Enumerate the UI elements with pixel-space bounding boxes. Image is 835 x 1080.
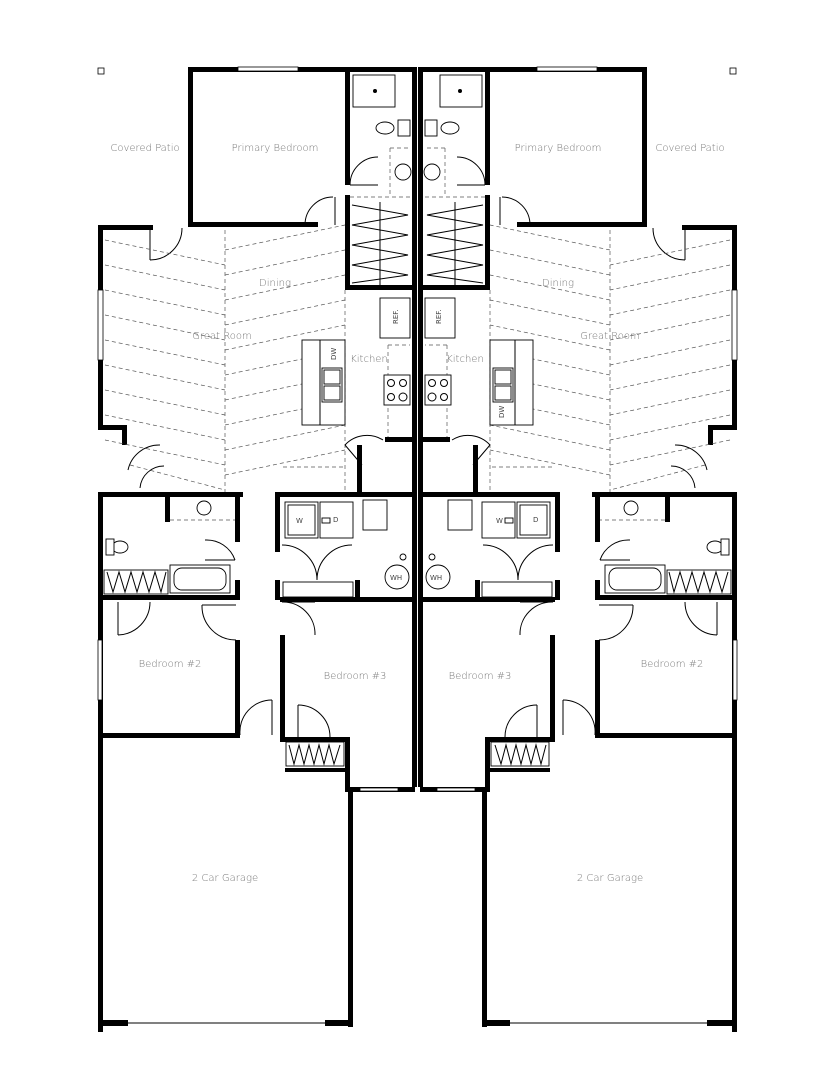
fixture-label-wh-right: WH xyxy=(430,574,442,582)
corner-marker xyxy=(729,67,737,75)
room-label-primary-bedroom-left: Primary Bedroom xyxy=(232,143,319,154)
room-label-kitchen-right: Kitchen xyxy=(446,354,484,365)
fixture-label-dw-right: DW xyxy=(498,406,506,418)
room-label-garage-left: 2 Car Garage xyxy=(192,873,258,884)
room-label-great-room-left: Great Room xyxy=(192,331,252,342)
unit-left xyxy=(97,66,418,1033)
room-label-bedroom-2-right: Bedroom #2 xyxy=(641,659,704,670)
fixture-label-washer-right: W xyxy=(496,517,503,525)
corner-marker xyxy=(97,67,105,75)
room-label-bedroom-2-left: Bedroom #2 xyxy=(139,659,202,670)
room-label-garage-right: 2 Car Garage xyxy=(577,873,643,884)
room-label-covered-patio-left: Covered Patio xyxy=(110,143,179,154)
room-label-bedroom-3-left: Bedroom #3 xyxy=(324,671,387,682)
fixture-label-dw-left: DW xyxy=(330,348,338,360)
room-label-kitchen-left: Kitchen xyxy=(350,354,388,365)
fixture-label-dryer-left: D xyxy=(333,516,338,524)
room-label-covered-patio-right: Covered Patio xyxy=(655,143,724,154)
fixture-label-ref-left: REF. xyxy=(392,310,400,324)
room-label-bedroom-3-right: Bedroom #3 xyxy=(449,671,512,682)
room-label-primary-bedroom-right: Primary Bedroom xyxy=(515,143,602,154)
fixture-label-dryer-right: D xyxy=(533,516,538,524)
room-label-dining-left: Dining xyxy=(259,278,291,289)
fixture-label-ref-right: REF. xyxy=(435,310,443,324)
fixture-label-washer-left: W xyxy=(296,517,303,525)
unit-right xyxy=(417,66,738,1033)
room-label-great-room-right: Great Room xyxy=(580,331,640,342)
room-label-dining-right: Dining xyxy=(542,278,574,289)
fixture-label-wh-left: WH xyxy=(390,574,402,582)
